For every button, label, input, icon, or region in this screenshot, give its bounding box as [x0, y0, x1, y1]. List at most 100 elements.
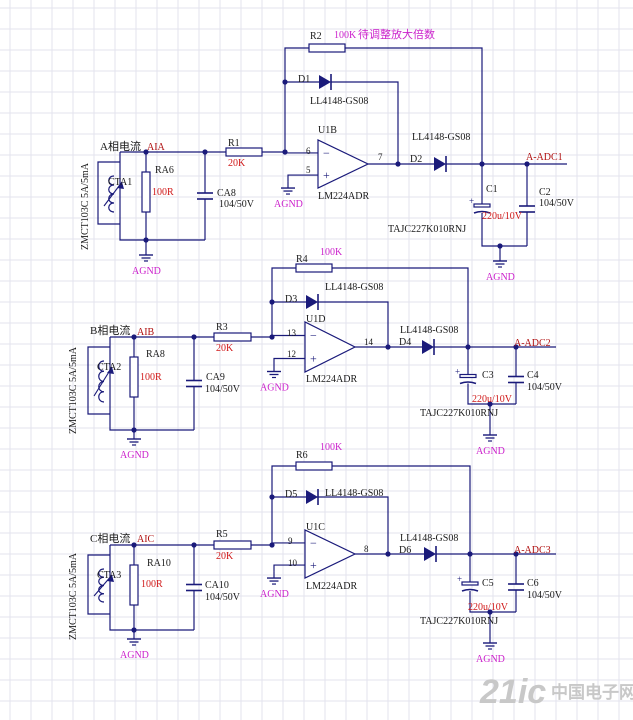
opamp-designator: U1C [306, 522, 325, 533]
feedback-diode-part: LL4148-GS08 [325, 282, 383, 293]
input-resistor-value: 20K [216, 551, 234, 562]
opamp-part: LM224ADR [306, 374, 357, 385]
load-resistor-label: RA8 [146, 349, 165, 360]
tantalum-capacitor-icon: + [469, 196, 491, 214]
agnd-label: AGND [260, 589, 289, 600]
feedback-resistor-label: R2 [310, 31, 322, 42]
wire [273, 564, 305, 572]
agnd-label: AGND [274, 199, 303, 210]
input-resistor-value: 20K [228, 158, 246, 169]
input-net-label: AIA [147, 142, 166, 153]
output-diode-label: D4 [399, 337, 411, 348]
resistor-icon [141, 171, 151, 213]
resistor-icon [295, 263, 333, 273]
tantalum-cap-part: TAJC227K010RNJ [420, 616, 498, 627]
phase-label: C相电流 [90, 531, 130, 545]
tantalum-capacitor-icon: + [455, 367, 477, 385]
ct-coil-icon [98, 568, 105, 603]
phase-label: B相电流 [90, 323, 130, 337]
tantalum-capacitor-icon: + [457, 574, 479, 592]
opamp-part: LM224ADR [306, 581, 357, 592]
tantalum-cap-part: TAJC227K010RNJ [388, 224, 466, 235]
input-cap-label: CA10 [205, 580, 229, 591]
wire [469, 591, 516, 613]
agnd-label: AGND [260, 383, 289, 394]
resistor-icon [129, 356, 139, 398]
wire [345, 47, 483, 164]
ct-type-label: ZMCT103C 5A/5mA [80, 162, 91, 250]
gain-adjust-note: 待调整放大倍数 [358, 27, 435, 41]
ceramic-cap-value: 104/50V [527, 382, 563, 393]
input-cap-label: CA9 [206, 372, 225, 383]
input-resistor-value: 20K [216, 343, 234, 354]
ct-arrow-head-icon [107, 575, 114, 582]
input-net-label: AIC [137, 534, 155, 545]
watermark-logo: 21ic [479, 673, 546, 711]
input-net-label: AIB [137, 327, 155, 338]
ct-designator: CTA2 [97, 362, 121, 373]
wire [97, 161, 120, 225]
tantalum-cap-value: 220u/10V [472, 394, 513, 405]
ground-icon [267, 571, 281, 585]
ct-coil-icon [108, 175, 115, 213]
ground-icon [493, 254, 507, 268]
opamp-icon [304, 529, 357, 579]
wire [273, 357, 305, 365]
agnd-label: AGND [120, 650, 149, 661]
plus-sign: + [310, 352, 317, 366]
agnd-label: AGND [486, 272, 515, 283]
feedback-diode-part: LL4148-GS08 [325, 488, 383, 499]
diode-icon [434, 156, 447, 172]
plus-sign: + [310, 558, 317, 572]
ct-type-label: ZMCT103C 5A/5mA [68, 552, 79, 640]
opamp-pin-inverting: 9 [288, 536, 293, 546]
feedback-diode-label: D5 [285, 489, 297, 500]
opamp-pin-noninverting: 5 [306, 165, 311, 175]
ceramic-cap-value: 104/50V [527, 590, 563, 601]
tantalum-cap-value: 220u/10V [482, 211, 523, 222]
opamp-pin-inverting: 6 [306, 146, 311, 156]
opamp-pin-inverting: 13 [287, 328, 297, 338]
wire [467, 383, 516, 405]
ct-coil-icon [98, 360, 105, 403]
wire [318, 496, 389, 554]
resistor-icon [213, 540, 252, 550]
input-cap-value: 104/50V [219, 199, 255, 210]
wire [271, 465, 296, 497]
output-diode-label: D6 [399, 545, 411, 556]
wire [87, 346, 110, 415]
plus-sign: + [469, 196, 474, 206]
resistor-icon [308, 43, 346, 53]
input-cap-label: CA8 [217, 188, 236, 199]
ground-icon [127, 632, 141, 646]
load-resistor-value: 100R [152, 187, 174, 198]
tantalum-cap-label: C5 [482, 578, 494, 589]
phase-label: A相电流 [100, 139, 141, 153]
output-net-label: A-ADC1 [526, 152, 563, 163]
ceramic-cap-value: 104/50V [539, 198, 575, 209]
ground-icon [281, 181, 295, 195]
wire [332, 267, 469, 347]
wire [87, 554, 110, 615]
load-resistor-label: RA6 [155, 165, 174, 176]
tantalum-cap-label: C1 [486, 184, 498, 195]
input-resistor-label: R1 [228, 138, 240, 149]
ct-designator: CTA3 [97, 570, 121, 581]
opamp-part: LM224ADR [318, 191, 369, 202]
minus-sign: − [310, 536, 317, 550]
output-net-label: A-ADC3 [514, 545, 551, 556]
feedback-resistor-value: 100K [334, 30, 357, 41]
ct-type-label: ZMCT103C 5A/5mA [68, 346, 79, 434]
feedback-resistor-label: R4 [296, 254, 308, 265]
tantalum-cap-part: TAJC227K010RNJ [420, 408, 498, 419]
ceramic-cap-label: C6 [527, 578, 539, 589]
feedback-diode-part: LL4148-GS08 [310, 96, 368, 107]
resistor-icon [129, 564, 139, 606]
resistor-icon [295, 461, 333, 471]
wire [332, 465, 471, 554]
tantalum-cap-label: C3 [482, 370, 494, 381]
ct-arrow-icon [93, 574, 113, 597]
wire [331, 81, 399, 164]
diode-icon [422, 339, 435, 355]
ct-arrow-head-icon [107, 367, 114, 374]
